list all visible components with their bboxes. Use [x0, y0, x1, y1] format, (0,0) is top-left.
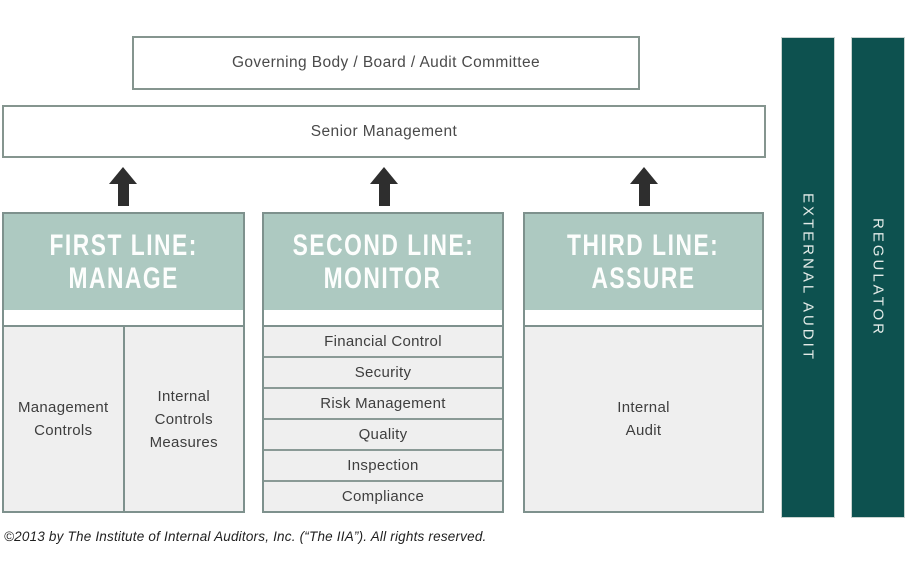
- regulator-bar: REGULATOR: [851, 37, 905, 518]
- internal-audit-cell: Internal Audit: [617, 399, 670, 439]
- regulator-label: REGULATOR: [869, 218, 887, 337]
- second-line-header: SECOND LINE: MONITOR: [264, 214, 502, 310]
- up-arrow-icon: [370, 167, 398, 206]
- first-line-body: Management Controls Internal Controls Me…: [4, 325, 243, 511]
- arrow-head: [630, 167, 658, 184]
- copyright-text: ©2013 by The Institute of Internal Audit…: [4, 529, 487, 544]
- arrow-stem: [117, 184, 129, 206]
- header-gap: [264, 310, 502, 325]
- first-line-subtitle: MANAGE: [68, 262, 179, 295]
- senior-management-box: Senior Management: [2, 105, 766, 158]
- external-audit-label: EXTERNAL AUDIT: [799, 193, 817, 362]
- arrow-head: [109, 167, 137, 184]
- second-line-title: SECOND LINE:: [292, 229, 474, 262]
- risk-management-cell: Risk Management: [264, 389, 502, 420]
- second-line-body: Financial Control Security Risk Manageme…: [264, 325, 502, 511]
- third-line-column: THIRD LINE: ASSURE Internal Audit: [523, 212, 764, 513]
- security-cell: Security: [264, 358, 502, 389]
- external-audit-bar: EXTERNAL AUDIT: [781, 37, 835, 518]
- quality-cell: Quality: [264, 420, 502, 451]
- first-line-column: FIRST LINE: MANAGE Management Controls I…: [2, 212, 245, 513]
- header-gap: [525, 310, 762, 325]
- header-gap: [4, 310, 243, 325]
- arrow-head: [370, 167, 398, 184]
- up-arrow-icon: [630, 167, 658, 206]
- governing-body-box: Governing Body / Board / Audit Committee: [132, 36, 640, 90]
- financial-control-cell: Financial Control: [264, 327, 502, 358]
- first-line-header: FIRST LINE: MANAGE: [4, 214, 243, 310]
- compliance-cell: Compliance: [341, 488, 425, 505]
- third-line-subtitle: ASSURE: [591, 262, 696, 295]
- third-line-title: THIRD LINE:: [567, 229, 720, 262]
- up-arrow-icon: [109, 167, 137, 206]
- second-line-column: SECOND LINE: MONITOR Financial Control S…: [262, 212, 504, 513]
- second-line-subtitle: MONITOR: [324, 262, 442, 295]
- arrow-stem: [638, 184, 650, 206]
- first-line-title: FIRST LINE:: [49, 229, 198, 262]
- management-controls-cell: Management Controls: [4, 327, 125, 511]
- governing-body-label: Governing Body / Board / Audit Committee: [231, 54, 541, 71]
- senior-management-label: Senior Management: [310, 122, 458, 140]
- inspection-cell: Inspection: [264, 451, 502, 482]
- arrow-stem: [378, 184, 390, 206]
- internal-controls-measures-cell: Internal Controls Measures: [149, 387, 218, 451]
- third-line-header: THIRD LINE: ASSURE: [525, 214, 762, 310]
- third-line-body: Internal Audit: [525, 325, 762, 511]
